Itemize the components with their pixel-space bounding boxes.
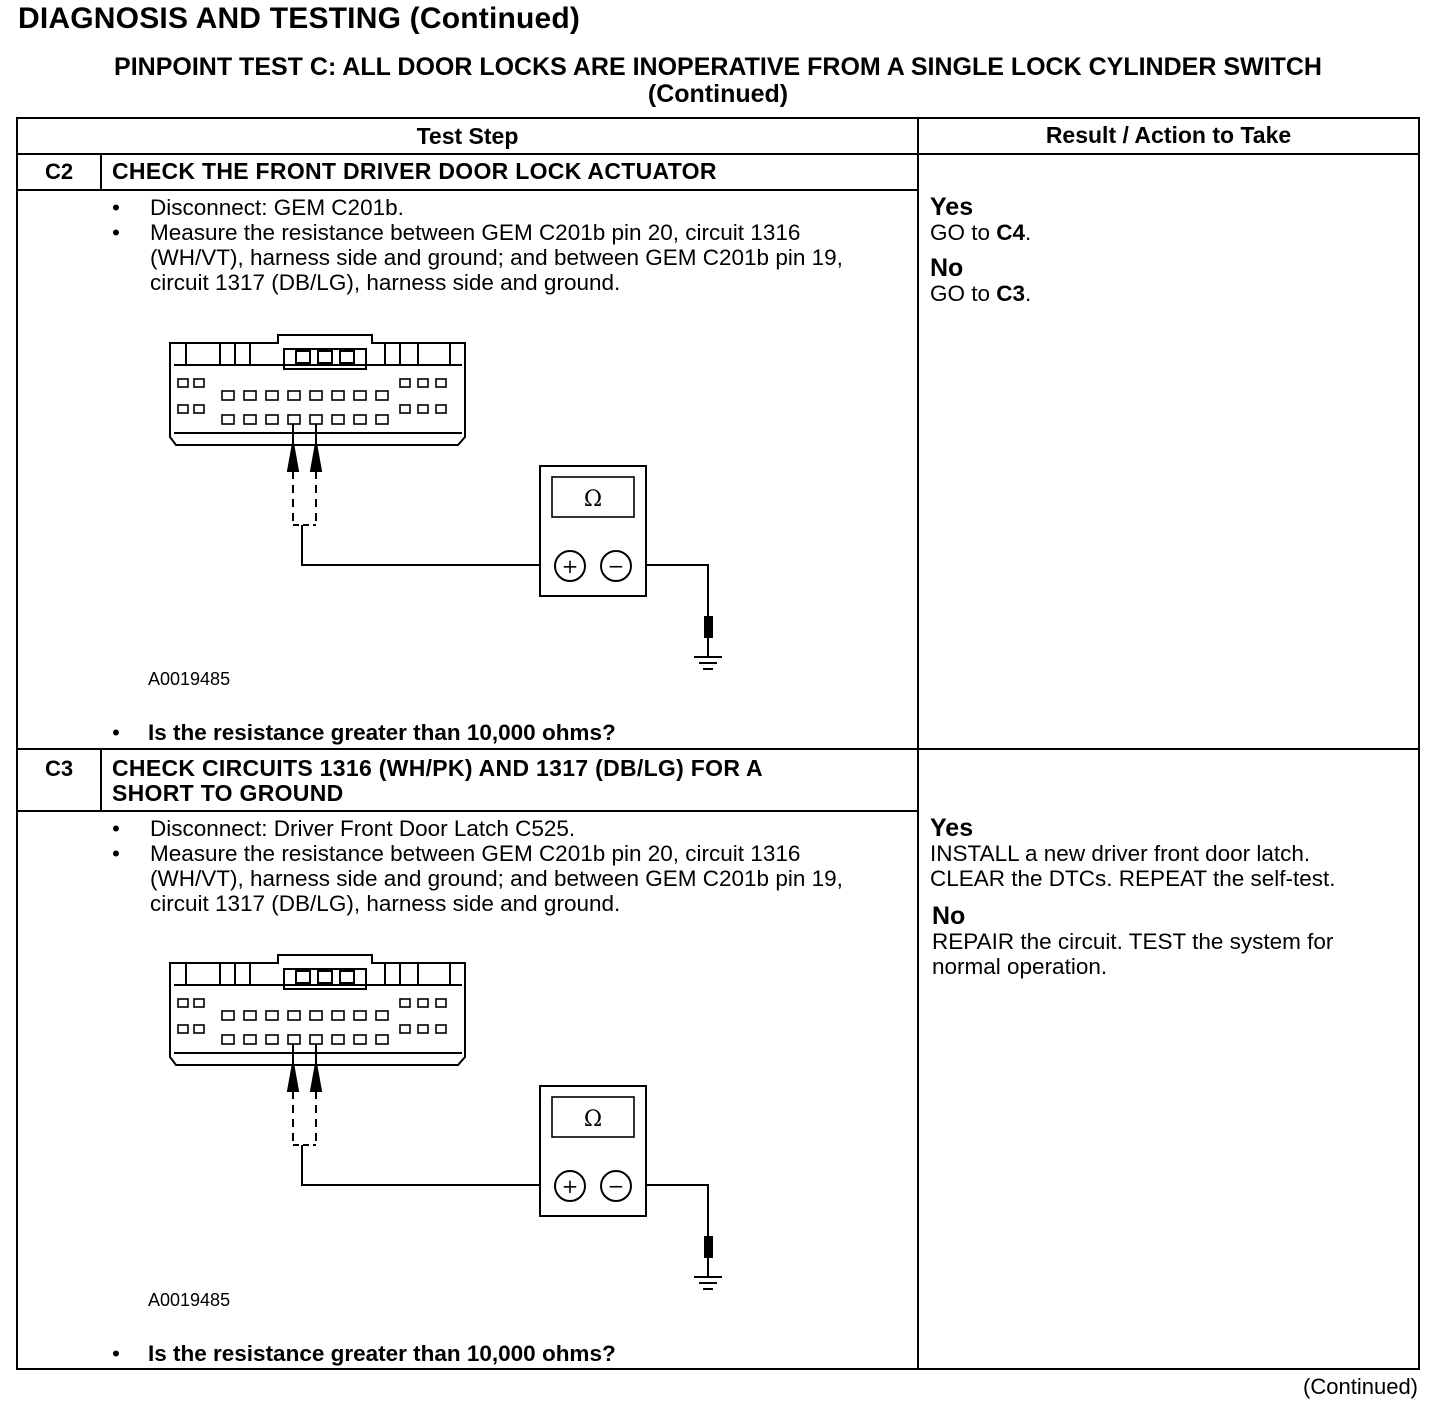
meter-negative-terminal bbox=[600, 550, 632, 582]
test-probe-leads bbox=[286, 424, 722, 670]
figure-id-c3: A0019485 bbox=[148, 1290, 231, 1310]
result-no-action: REPAIR the circuit. TEST the system for … bbox=[932, 929, 1334, 979]
step-c3-instructions: Disconnect: Driver Front Door Latch C525… bbox=[112, 816, 872, 916]
result-yes-action: GO to C4. bbox=[930, 220, 1032, 245]
step-c2-results: Yes GO to C4. No GO to C3. bbox=[930, 194, 1410, 306]
result-no-label: No bbox=[932, 902, 966, 930]
list-item: Measure the resistance between GEM C201b… bbox=[112, 841, 872, 916]
test-probe-leads bbox=[286, 1044, 722, 1290]
gem-connector-c201b bbox=[169, 334, 466, 446]
minus-label: − bbox=[608, 1174, 625, 1198]
result-yes-label: Yes bbox=[930, 193, 974, 221]
plus-label: + bbox=[562, 1174, 579, 1198]
list-item: Disconnect: GEM C201b. bbox=[112, 195, 872, 220]
list-item: Measure the resistance between GEM C201b… bbox=[112, 220, 872, 295]
column-header-test-step: Test Step bbox=[416, 123, 519, 149]
ohmmeter: Ω + − bbox=[539, 1085, 647, 1217]
connector-meter-diagram-c3: Ω + − bbox=[169, 954, 722, 1290]
figure-id-c2: A0019485 bbox=[148, 669, 231, 689]
connector-meter-diagram-c2: Ω + − bbox=[169, 334, 722, 670]
result-yes-action: INSTALL a new driver front door latch. C… bbox=[930, 841, 1336, 891]
step-c2-question: Is the resistance greater than 10,000 oh… bbox=[112, 720, 616, 746]
step-c3-question: Is the resistance greater than 10,000 oh… bbox=[112, 1341, 616, 1367]
ohm-symbol: Ω bbox=[584, 487, 602, 512]
list-item: Disconnect: Driver Front Door Latch C525… bbox=[112, 816, 872, 841]
gem-connector-c201b bbox=[169, 954, 466, 1066]
meter-positive-terminal bbox=[554, 550, 586, 582]
page-title: DIAGNOSIS AND TESTING (Continued) bbox=[18, 2, 581, 35]
plus-label: + bbox=[562, 554, 579, 578]
step-id-c2: C2 bbox=[44, 159, 74, 184]
column-header-result: Result / Action to Take bbox=[1045, 122, 1292, 148]
step-id-c3: C3 bbox=[44, 756, 74, 781]
ohmmeter: Ω + − bbox=[539, 465, 647, 597]
test-title-line2: (Continued) bbox=[647, 80, 789, 108]
step-c3-results: Yes INSTALL a new driver front door latc… bbox=[930, 815, 1410, 979]
footer-continued: (Continued) bbox=[1303, 1374, 1418, 1399]
meter-positive-terminal bbox=[554, 1170, 586, 1202]
result-yes-label: Yes bbox=[930, 814, 974, 842]
step-title-c3: CHECK CIRCUITS 1316 (WH/PK) AND 1317 (DB… bbox=[112, 755, 763, 806]
pinpoint-test-title: PINPOINT TEST C: ALL DOOR LOCKS ARE INOP… bbox=[16, 54, 1420, 108]
ohm-symbol: Ω bbox=[584, 1107, 602, 1132]
result-no-label: No bbox=[930, 254, 964, 282]
step-c2-instructions: Disconnect: GEM C201b. Measure the resis… bbox=[112, 195, 872, 295]
meter-negative-terminal bbox=[600, 1170, 632, 1202]
minus-label: − bbox=[608, 554, 625, 578]
step-title-c2: CHECK THE FRONT DRIVER DOOR LOCK ACTUATO… bbox=[112, 158, 717, 184]
result-no-action: GO to C3. bbox=[930, 281, 1032, 306]
test-title-line1: PINPOINT TEST C: ALL DOOR LOCKS ARE INOP… bbox=[114, 53, 1322, 81]
